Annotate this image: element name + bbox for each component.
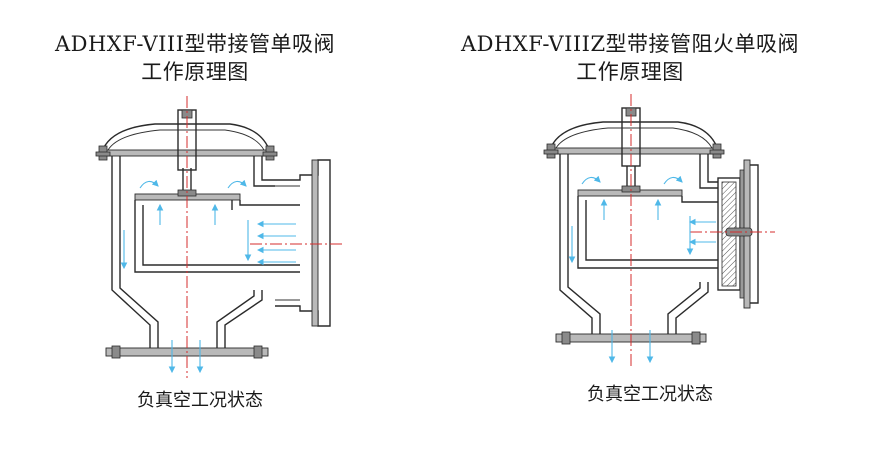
right-title-line1: ADHXF-VIIIZ型带接管阻火单吸阀	[460, 32, 800, 56]
right-dome-cover	[549, 121, 719, 151]
right-diagram-title: ADHXF-VIIIZ型带接管阻火单吸阀 工作原理图	[430, 30, 830, 86]
left-cover-bolt	[95, 145, 111, 161]
left-diagram-title: ADHXF-VIII型带接管单吸阀 工作原理图	[10, 30, 380, 86]
right-cover-flange	[549, 147, 719, 155]
left-outlet-flange	[275, 159, 331, 327]
right-cover-bolt	[709, 143, 725, 159]
right-inner-tube	[577, 196, 718, 269]
right-flow-arrows	[568, 175, 716, 364]
left-flow-arrows	[120, 179, 296, 374]
left-title-line1: ADHXF-VIII型带接管单吸阀	[54, 32, 335, 56]
right-diagram-caption: 负真空工况状态	[587, 384, 713, 405]
left-cover-flange	[101, 149, 271, 157]
left-inner-tube	[134, 200, 300, 273]
right-title-line2: 工作原理图	[576, 60, 684, 84]
left-valve-drawing	[95, 96, 345, 378]
left-cover-bolt	[262, 145, 278, 161]
right-cover-bolt	[543, 143, 559, 159]
left-title-line2: 工作原理图	[141, 60, 249, 84]
left-dome-cover	[101, 123, 271, 153]
left-body-wall	[111, 156, 151, 350]
right-valve-drawing	[543, 94, 775, 366]
left-diagram-caption: 负真空工况状态	[137, 390, 263, 411]
right-body-wall	[559, 154, 593, 336]
